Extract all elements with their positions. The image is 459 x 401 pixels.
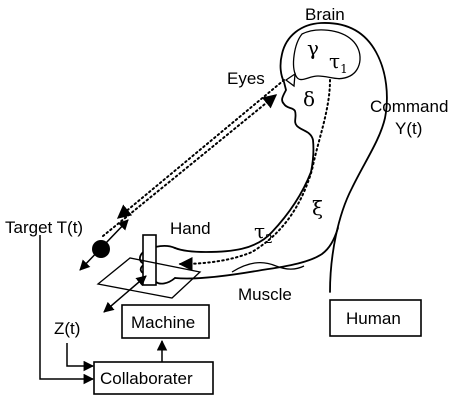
eye-icon — [286, 74, 295, 86]
xi-label: ξ — [312, 196, 323, 220]
tau1-label: τ1 — [329, 49, 348, 76]
sight-line-upper — [118, 80, 284, 218]
command-label-line1: Command — [370, 97, 448, 116]
brain-outline — [294, 30, 361, 80]
tau2-label: τ2 — [254, 219, 273, 246]
target-motion-arrow — [80, 220, 128, 270]
machine-label: Machine — [131, 313, 195, 332]
command-label-line2: Y(t) — [395, 119, 422, 138]
collaborater-label: Collaborater — [100, 369, 193, 388]
hand-label: Hand — [170, 219, 211, 238]
gamma-label: γ — [307, 36, 319, 60]
target-label: Target T(t) — [5, 218, 83, 237]
z-to-collaborater-line — [67, 343, 93, 366]
arm-upper-outline — [175, 172, 311, 252]
sight-line-lower — [103, 95, 276, 236]
z-label: Z(t) — [54, 319, 80, 338]
human-label: Human — [346, 309, 401, 328]
eyes-label: Eyes — [227, 69, 265, 88]
brain-label: Brain — [305, 5, 345, 24]
delta-label: δ — [303, 87, 315, 111]
muscle-label: Muscle — [238, 285, 292, 304]
